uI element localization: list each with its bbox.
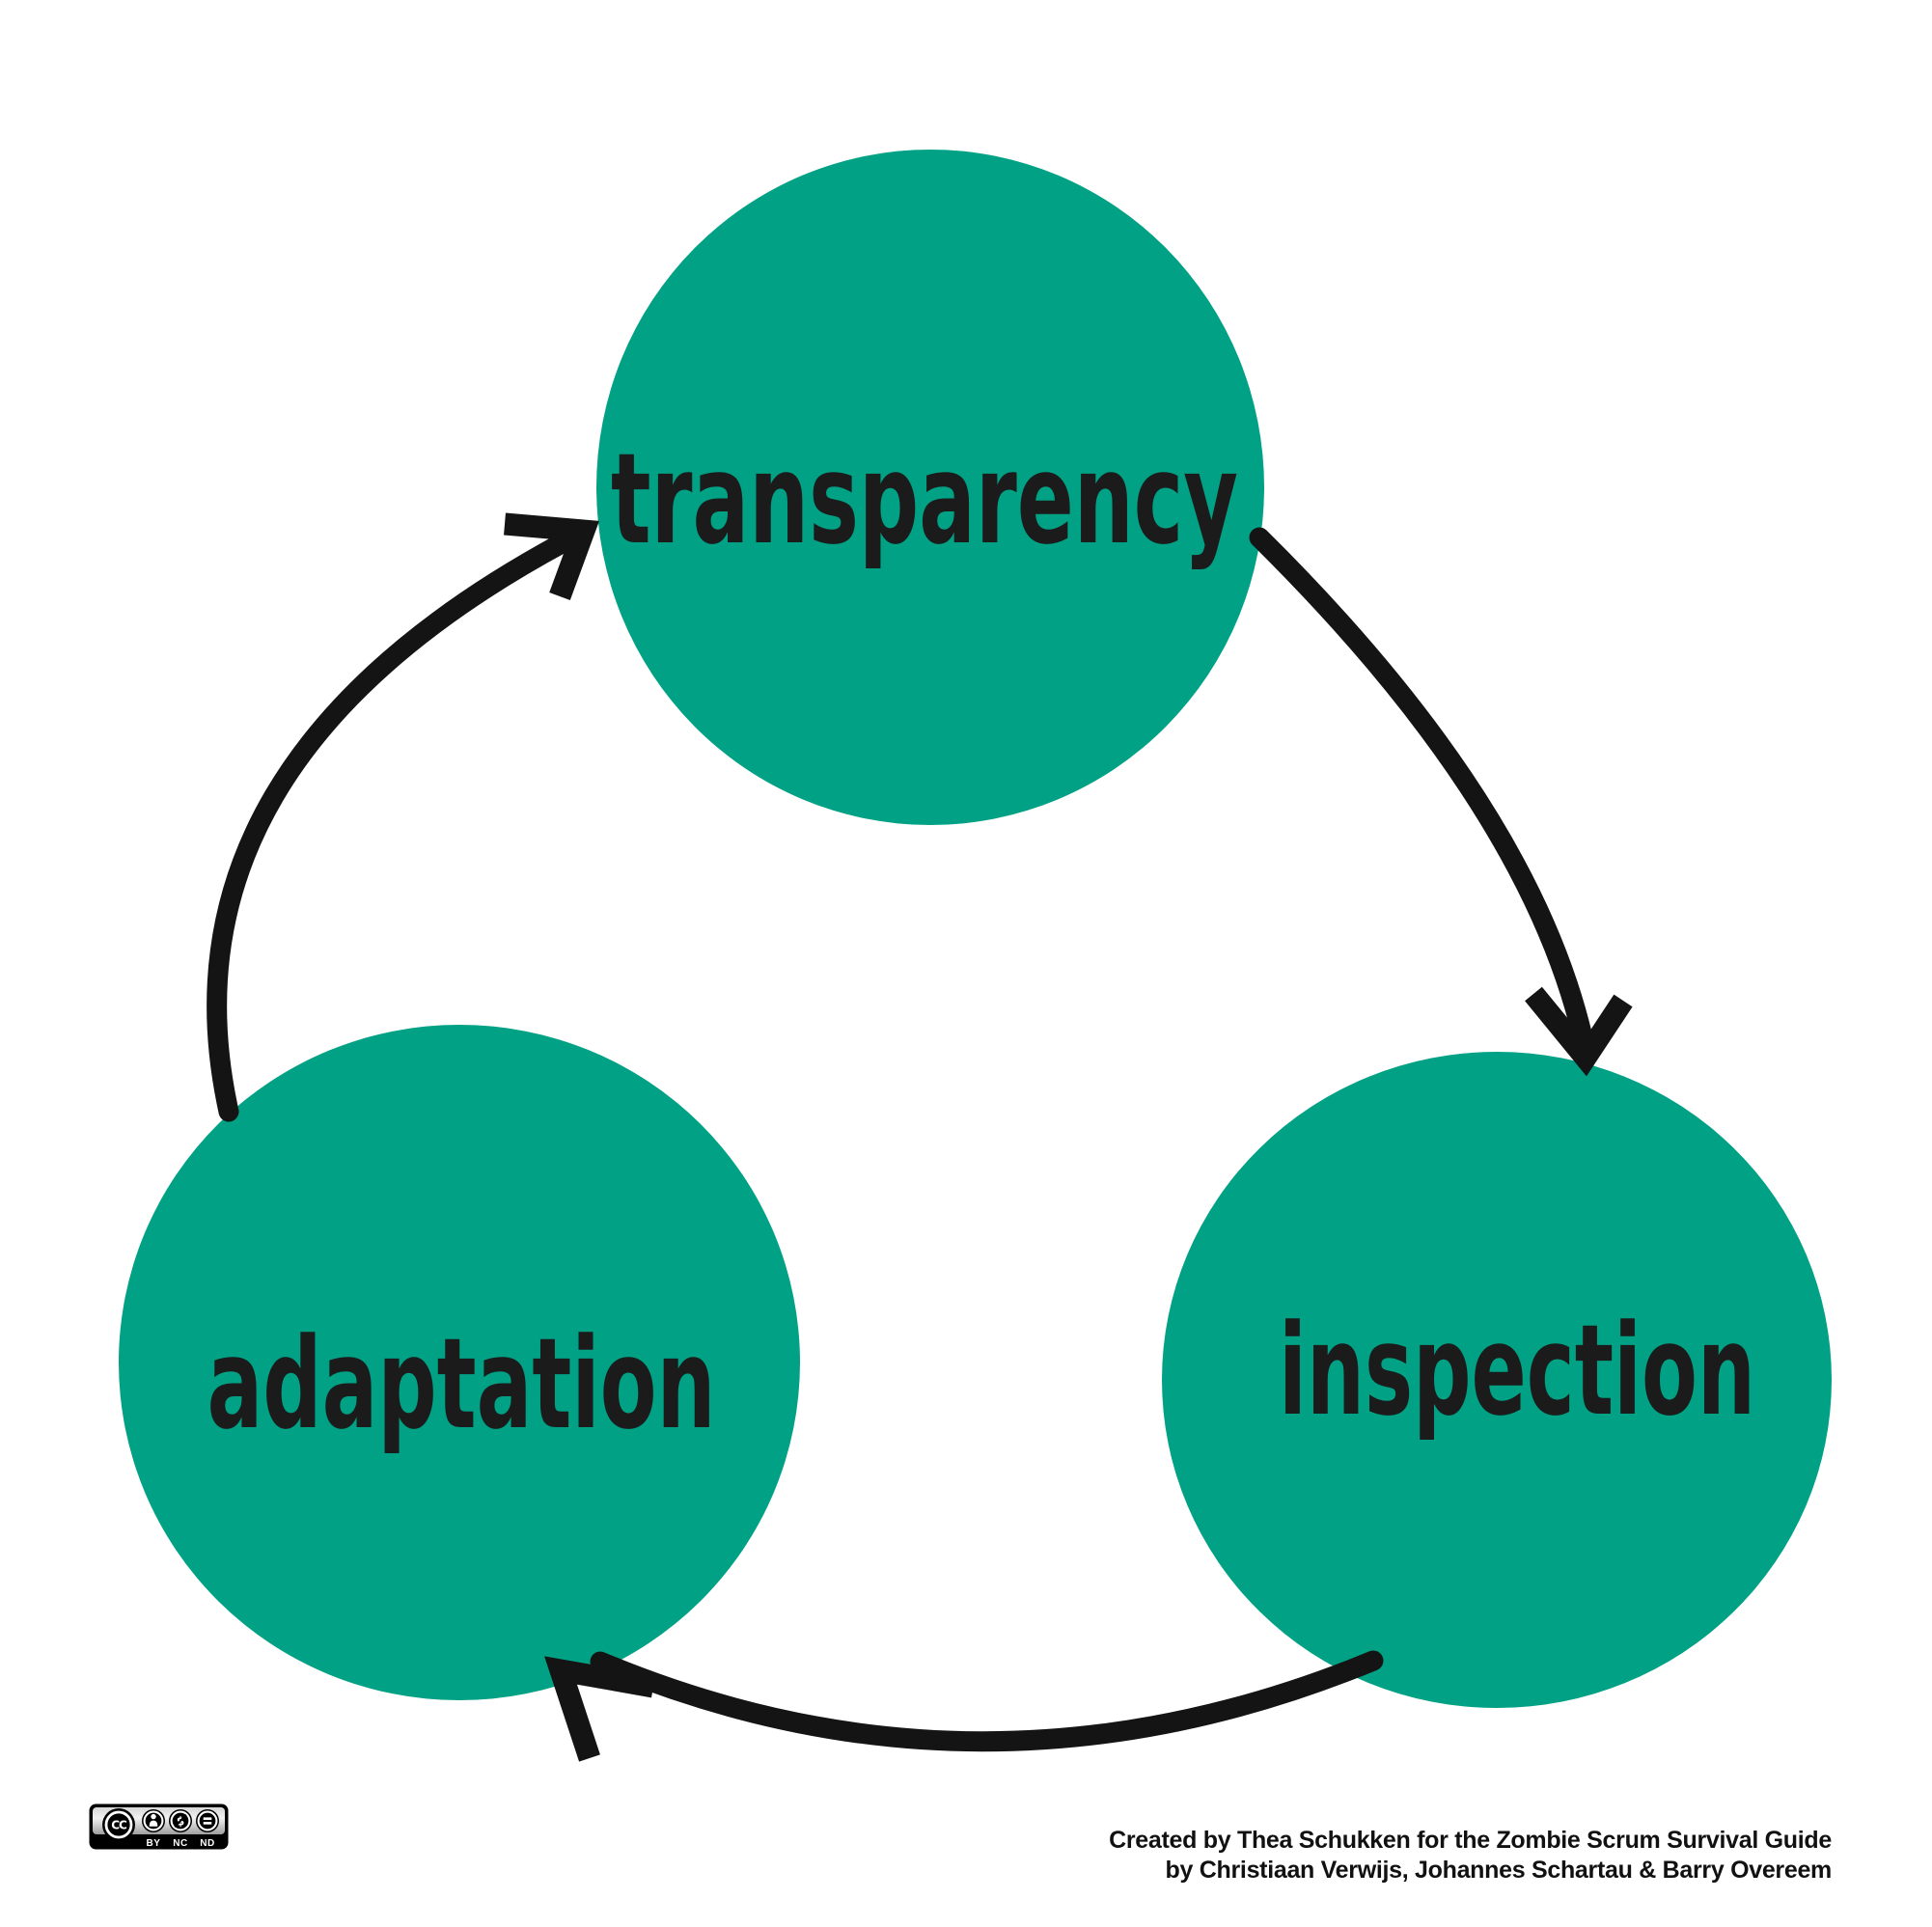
node-adaptation-circle (119, 1025, 800, 1700)
cc-logo-icon: CC (102, 1808, 135, 1841)
attribution-line-2: by Christiaan Verwijs, Johannes Schartau… (1165, 1857, 1833, 1884)
badge-term-by: BY (147, 1838, 161, 1849)
badge-term-nc: NC (173, 1838, 187, 1849)
arrowhead-to-transparency-icon (504, 512, 599, 600)
attribution: Created by Thea Schukken for the Zombie … (1109, 1826, 1832, 1886)
by-attribution-icon (142, 1809, 165, 1832)
cc-license-badge[interactable]: CC $ BY NC ND (89, 1803, 229, 1850)
arrow-inspection-to-adaptation (590, 1650, 1384, 1752)
node-label-adaptation: adaptation (207, 1310, 716, 1457)
nd-equals-icon (196, 1809, 219, 1832)
attribution-line-1: Created by Thea Schukken for the Zombie … (1109, 1827, 1832, 1854)
arrow-adaptation-to-transparency (207, 532, 574, 1122)
arrow-transparency-to-inspection (1249, 527, 1593, 1048)
svg-text:CC: CC (111, 1819, 127, 1832)
arrowhead-to-inspection-icon (1525, 986, 1633, 1077)
node-label-transparency: transparency (611, 426, 1238, 572)
node-inspection-circle (1162, 1052, 1832, 1708)
arrowhead-to-adaptation-icon (544, 1656, 656, 1762)
nc-no-dollar-icon: $ (169, 1809, 192, 1832)
node-label-inspection: inspection (1279, 1297, 1755, 1444)
badge-term-nd: ND (200, 1838, 214, 1849)
node-transparency-circle (596, 150, 1264, 825)
